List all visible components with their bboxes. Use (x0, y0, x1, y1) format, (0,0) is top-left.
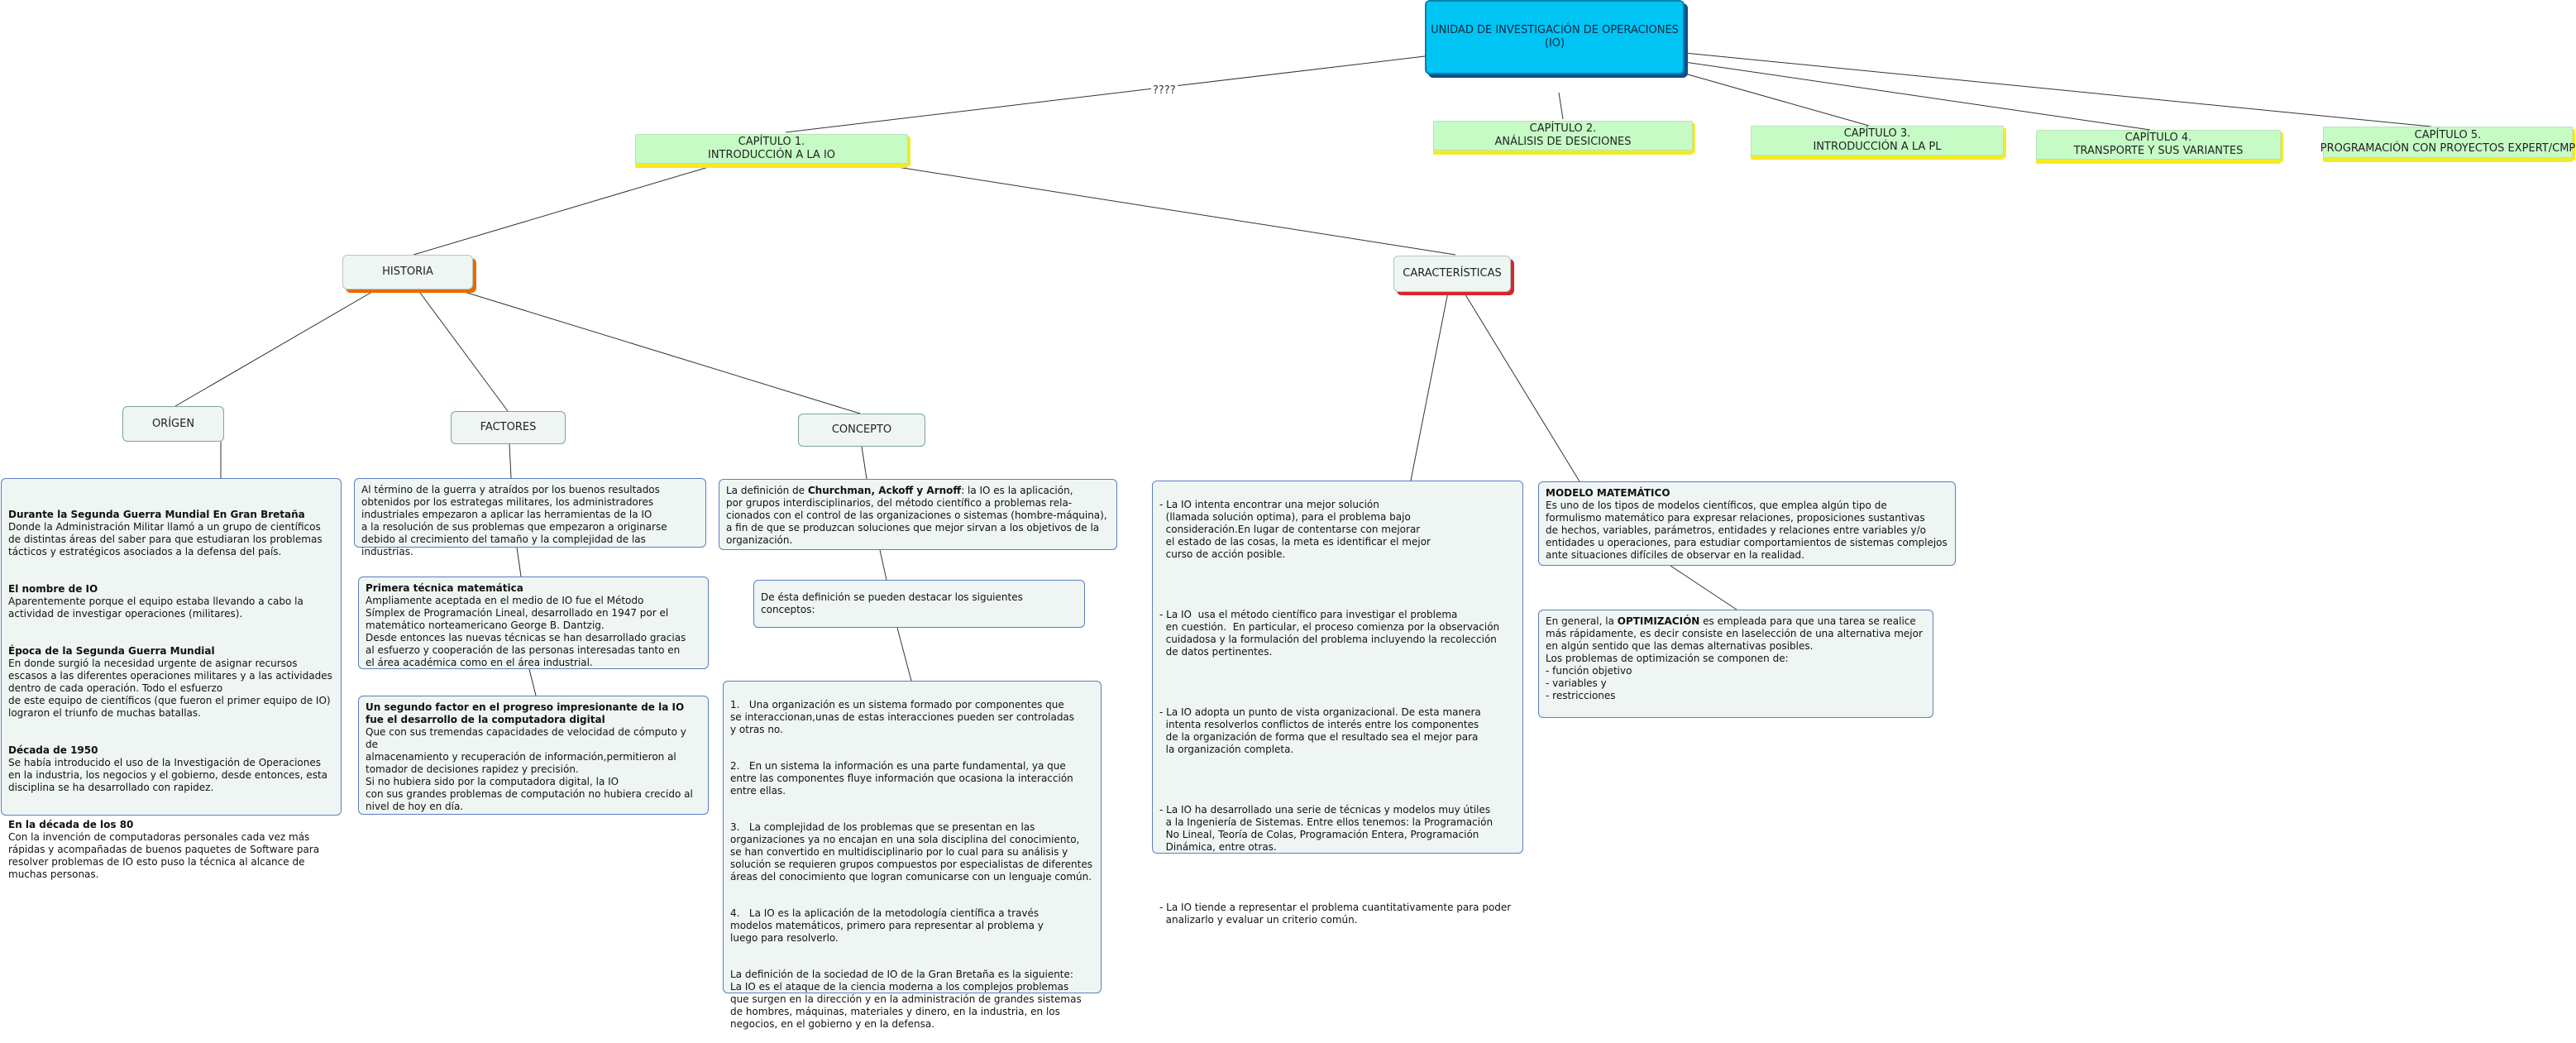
connector-line (528, 668, 537, 696)
concepto-item: 4. La IO es la aplicación de la metodolo… (730, 907, 1044, 944)
connector-line (1558, 92, 1564, 120)
chapter-5-node[interactable]: CAPÍTULO 5. PROGRAMACIÓN CON PROYECTOS E… (2320, 127, 2575, 158)
connector-line (1410, 291, 1449, 481)
connector-lines (174, 52, 2432, 696)
concepto-definition: La definición de Churchman, Ackoff y Arn… (719, 479, 1117, 550)
connector-line (417, 289, 509, 412)
concepto-node[interactable]: CONCEPTO (798, 414, 925, 447)
concepto-item: 1. Una organización es un sistema formad… (730, 699, 1075, 735)
connector-line (413, 163, 720, 256)
caracteristicas-list: - La IO intenta encontrar una mejor solu… (1152, 481, 1523, 926)
caracteristica-item: - La IO usa el método científico para in… (1159, 609, 1500, 658)
connector-line (1463, 291, 1580, 482)
origen-item: Época de la Segunda Guerra Mundial En do… (8, 645, 332, 719)
connector-line (1684, 52, 2432, 127)
concepto-item: 2. En un sistema la información es una p… (730, 760, 1073, 797)
connector-line (1684, 61, 2151, 131)
origen-item: El nombre de IO Aparentemente porque el … (8, 583, 303, 620)
origen-item: Durante la Segunda Guerra Mundial En Gra… (8, 509, 323, 557)
factores-content-1: Al término de la guerra y atraídos por l… (354, 478, 706, 557)
caracteristica-item: - La IO intenta encontrar una mejor solu… (1159, 499, 1431, 560)
connector-line (1670, 565, 1737, 610)
connector-line (861, 446, 867, 480)
connector-line (876, 163, 1456, 256)
origen-item: En la década de los 80 Con la invención … (8, 819, 320, 880)
connector-line (785, 55, 1426, 133)
root-node[interactable]: UNIDAD DE INVESTIGACIÓN DE OPERACIONES (… (1425, 0, 1685, 74)
concepto-item: La definición de la sociedad de IO de la… (730, 969, 1082, 1030)
connector-line (879, 549, 887, 581)
origen-content: Durante la Segunda Guerra Mundial En Gra… (1, 478, 342, 880)
concepto-item: 3. La complejidad de los problemas que s… (730, 821, 1092, 883)
modelo-matematico-content: MODELO MATEMÁTICO Es uno de los tipos de… (1538, 481, 1956, 566)
connector-line (174, 289, 377, 407)
connector-line (456, 289, 861, 414)
connector-line (509, 443, 512, 479)
connector-line (896, 627, 912, 682)
factores-content-3: Un segundo factor en el progreso impresi… (358, 696, 709, 815)
optimizacion-content: En general, la OPTIMIZACIÓN es empleada … (1538, 610, 1933, 718)
caracteristica-item: - La IO tiende a representar el problema… (1159, 902, 1512, 926)
chapter-1-node[interactable]: CAPÍTULO 1. INTRODUCCIÓN A LA IO (635, 134, 908, 164)
concepto-destacar: De ésta definición se pueden destacar lo… (753, 580, 1085, 628)
factores-node[interactable]: FACTORES (451, 411, 566, 444)
caracteristicas-node[interactable]: CARACTERÍSTICAS (1393, 256, 1511, 292)
caracteristica-item: - La IO adopta un punto de vista organiz… (1159, 706, 1481, 755)
historia-node[interactable]: HISTORIA (342, 255, 473, 289)
chapter-4-node[interactable]: CAPÍTULO 4. TRANSPORTE Y SUS VARIANTES (2036, 130, 2281, 160)
caracteristica-item: - La IO ha desarrollado una serie de téc… (1159, 804, 1494, 853)
concepto-list: 1. Una organización es un sistema formad… (723, 681, 1102, 1030)
origen-node[interactable]: ORÍGEN (122, 406, 224, 442)
link-label: ???? (1151, 84, 1178, 97)
connector-line (1681, 72, 1870, 127)
factores-content-2: Primera técnica matemática Ampliamente a… (358, 577, 709, 669)
origen-item: Década de 1950 Se había introducido el u… (8, 744, 328, 793)
connector-line (516, 547, 522, 577)
chapter-3-node[interactable]: CAPÍTULO 3. INTRODUCCIÓN A LA PL (1751, 126, 2004, 155)
chapter-2-node[interactable]: CAPÍTULO 2. ANÁLISIS DE DESICIONES (1433, 121, 1693, 151)
